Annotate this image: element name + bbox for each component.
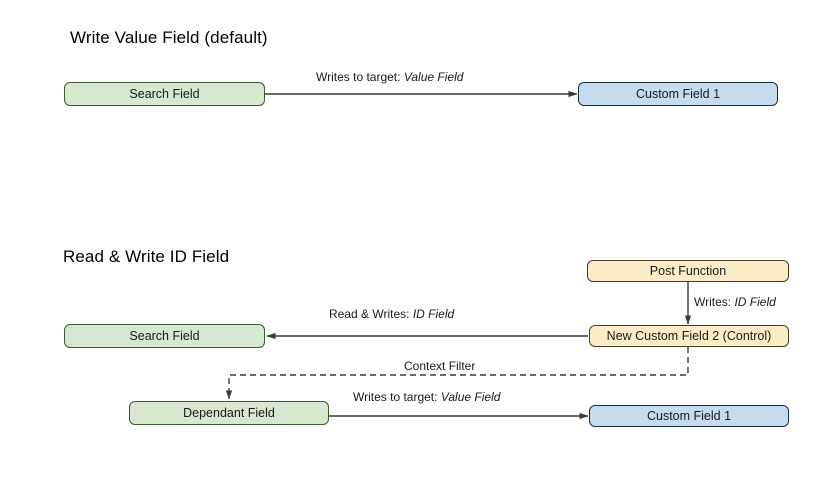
node-search-field-1[interactable]: Search Field: [64, 82, 265, 106]
edge-label-read-writes-id: Read & Writes: ID Field: [329, 307, 454, 321]
edge-label-prefix: Writes to target:: [353, 390, 441, 404]
edge-label-emphasis: Value Field: [440, 390, 501, 404]
node-custom-field-1-b[interactable]: Custom Field 1: [589, 405, 789, 427]
edge-label-writes-value-2: Writes to target: Value Field: [353, 390, 500, 404]
node-search-field-2[interactable]: Search Field: [64, 324, 265, 348]
edge-label-prefix: Read & Writes:: [329, 307, 413, 321]
node-new-custom-field-2[interactable]: New Custom Field 2 (Control): [589, 325, 789, 347]
edge-label-writes-id: Writes: ID Field: [694, 295, 776, 309]
edge-label-writes-value-1: Writes to target: Value Field: [316, 70, 463, 84]
section-title-read-write-id-field: Read & Write ID Field: [63, 247, 230, 266]
edge-label-prefix: Writes to target:: [316, 70, 404, 84]
node-custom-field-1[interactable]: Custom Field 1: [578, 82, 778, 106]
edge-label-emphasis: Value Field: [403, 70, 464, 84]
node-post-function[interactable]: Post Function: [587, 260, 789, 282]
edge-label-emphasis: ID Field: [734, 295, 776, 309]
edge-label-context-filter: Context Filter: [404, 359, 475, 373]
edge-label-prefix: Writes:: [694, 295, 735, 309]
node-dependant-field[interactable]: Dependant Field: [129, 401, 329, 425]
section-title-write-value-field: Write Value Field (default): [70, 28, 268, 47]
edge-label-prefix: Context Filter: [404, 359, 476, 373]
edge-label-emphasis: ID Field: [412, 307, 455, 321]
